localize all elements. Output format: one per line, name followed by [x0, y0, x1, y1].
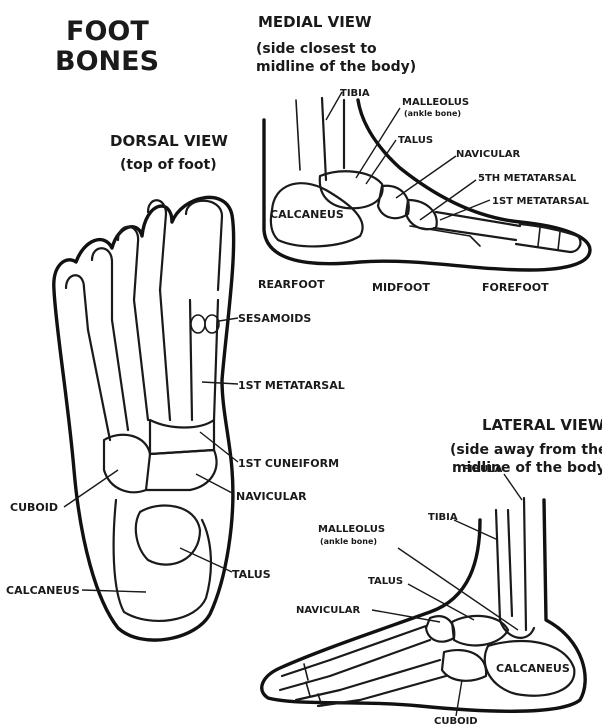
dorsal-sesamoid-1 — [191, 315, 205, 333]
medial-metatarsal-1 — [434, 212, 520, 240]
dorsal-toe-3 — [118, 227, 138, 300]
label-medial-navicular: NAVICULAR — [456, 149, 520, 160]
lateral-subheading-1: (side away from the — [450, 442, 602, 458]
label-dorsal-navicular: NAVICULAR — [236, 490, 307, 503]
region-forefoot: FOREFOOT — [482, 281, 549, 294]
leader-dorsal-talus — [180, 548, 232, 572]
lateral-cuboid — [442, 650, 486, 681]
label-dorsal-metatarsal-1: 1ST METATARSAL — [238, 379, 345, 392]
dorsal-toe-4 — [92, 248, 112, 320]
region-midfoot: MIDFOOT — [372, 281, 430, 294]
lateral-talus — [452, 616, 508, 646]
title-line-2: BONES — [55, 46, 159, 77]
label-lateral-malleolus-sub: (ankle bone) — [320, 537, 377, 546]
lateral-toe-joints — [304, 664, 322, 706]
label-lateral-cuboid: CUBOID — [434, 716, 478, 726]
label-dorsal-cuboid: CUBOID — [10, 501, 58, 514]
medial-heading: MEDIAL VIEW — [258, 13, 372, 31]
leader-cuneiform-1 — [200, 432, 238, 462]
leader-dorsal-navicular — [196, 474, 234, 494]
region-rearfoot: REARFOOT — [258, 278, 325, 291]
label-medial-malleolus-sub: (ankle bone) — [404, 109, 461, 118]
leader-dorsal-metatarsal-1 — [202, 382, 238, 384]
medial-view: MEDIAL VIEW (side closest to midline of … — [256, 13, 590, 294]
dorsal-metatarsal-4 — [112, 320, 128, 430]
dorsal-cuneiforms — [150, 420, 214, 454]
dorsal-metatarsal-3 — [134, 300, 148, 420]
leader-lateral-fibula — [504, 474, 522, 500]
dorsal-talus — [136, 506, 200, 565]
label-lateral-calcaneus: CALCANEUS — [496, 662, 570, 675]
dorsal-heading: DORSAL VIEW — [110, 132, 228, 150]
label-medial-metatarsal-5: 5TH METATARSAL — [478, 173, 577, 184]
label-sesamoids: SESAMOIDS — [238, 312, 311, 325]
label-medial-malleolus: MALLEOLUS — [402, 97, 469, 108]
lateral-tibia — [496, 510, 512, 620]
dorsal-foot-outline — [54, 197, 234, 640]
leader-lateral-tibia — [454, 520, 498, 540]
label-medial-metatarsal-1: 1ST METATARSAL — [492, 196, 590, 207]
medial-phalanges — [516, 224, 580, 252]
medial-cuneiform — [406, 200, 437, 229]
label-dorsal-talus: TALUS — [232, 568, 271, 581]
label-lateral-navicular: NAVICULAR — [296, 605, 360, 616]
medial-tibia — [322, 98, 344, 180]
medial-talus — [320, 171, 383, 208]
label-lateral-talus: TALUS — [368, 576, 403, 587]
label-medial-calcaneus: CALCANEUS — [270, 208, 344, 221]
dorsal-metatarsal-5 — [88, 330, 110, 440]
leader-dorsal-cuboid — [64, 470, 118, 507]
dorsal-navicular — [146, 450, 217, 490]
title-line-1: FOOT — [66, 16, 149, 47]
medial-tibia-lower — [296, 100, 300, 170]
lateral-fibula — [524, 498, 526, 630]
leader-medial-navicular — [396, 156, 456, 198]
label-lateral-malleolus: MALLEOLUS — [318, 524, 385, 535]
lateral-heading: LATERAL VIEW — [482, 416, 602, 434]
label-medial-tibia: TIBIA — [340, 88, 370, 99]
label-lateral-fibula: FIBULA — [462, 464, 503, 475]
medial-subheading-2: midline of the body) — [256, 59, 416, 75]
dorsal-toe-5 — [66, 275, 88, 330]
lateral-metatarsals — [330, 626, 446, 700]
dorsal-subheading: (top of foot) — [120, 157, 217, 173]
dorsal-metatarsal-2 — [160, 290, 170, 420]
label-dorsal-calcaneus: CALCANEUS — [6, 584, 80, 597]
leader-dorsal-calcaneus — [82, 590, 146, 592]
label-cuneiform-1: 1ST CUNEIFORM — [238, 457, 339, 470]
label-medial-talus: TALUS — [398, 135, 433, 146]
medial-subheading-1: (side closest to — [256, 41, 377, 57]
label-lateral-tibia: TIBIA — [428, 512, 458, 523]
dorsal-cuboid — [104, 435, 150, 492]
dorsal-toe-1 — [186, 201, 222, 290]
